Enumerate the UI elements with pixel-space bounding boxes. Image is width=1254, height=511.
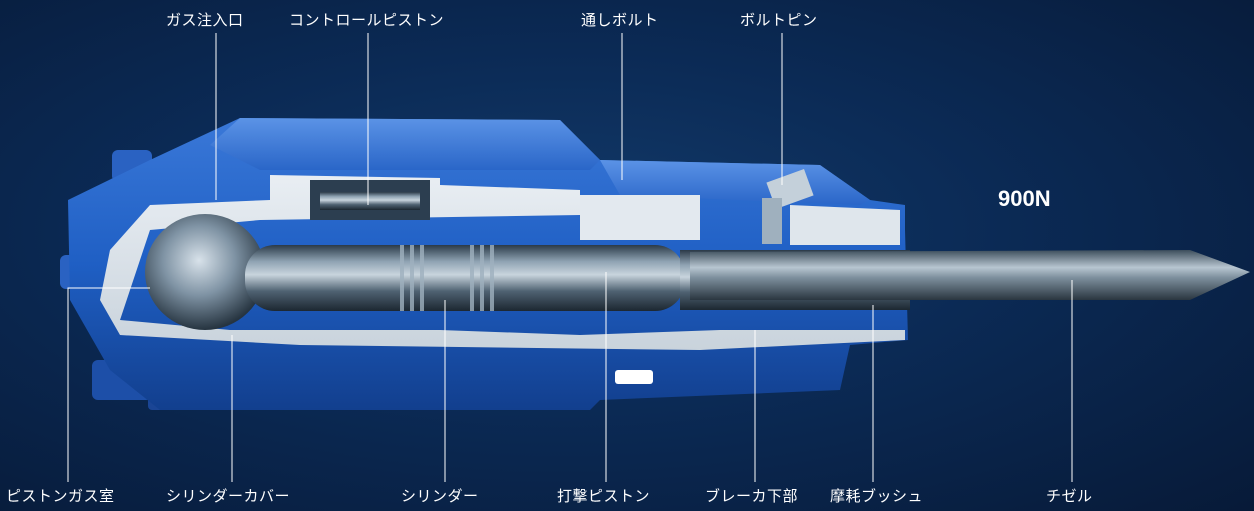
label-gas-inlet: ガス注入口 xyxy=(166,11,244,29)
cut-face-front xyxy=(580,195,700,240)
label-breaker-lower: ブレーカ下部 xyxy=(705,487,799,505)
leader-lines xyxy=(67,33,1073,482)
chisel-part xyxy=(690,250,1250,300)
label-chisel: チゼル xyxy=(1046,487,1093,505)
label-piston-gas-chamber: ピストンガス室 xyxy=(6,487,115,505)
striking-piston-part xyxy=(245,245,685,311)
label-wear-bush: 摩耗ブッシュ xyxy=(830,487,924,505)
label-control-piston: コントロールピストン xyxy=(289,11,445,29)
control-piston-part xyxy=(320,192,420,210)
bolt-pin-part xyxy=(762,169,814,244)
white-tab xyxy=(615,370,653,384)
piston-gas-chamber-dome xyxy=(145,214,265,330)
body-top-face xyxy=(210,118,600,170)
model-number: 900N xyxy=(998,186,1051,211)
cut-face-nose xyxy=(790,205,900,245)
cut-face-rear xyxy=(100,175,905,350)
label-cylinder-cover: シリンダーカバー xyxy=(166,487,291,505)
label-bolt-pin: ボルトピン xyxy=(740,11,818,29)
label-cylinder: シリンダー xyxy=(401,487,479,505)
piston-rings xyxy=(400,245,494,311)
label-through-bolt: 通しボルト xyxy=(581,11,659,29)
label-striking-piston: 打撃ピストン xyxy=(557,487,651,505)
